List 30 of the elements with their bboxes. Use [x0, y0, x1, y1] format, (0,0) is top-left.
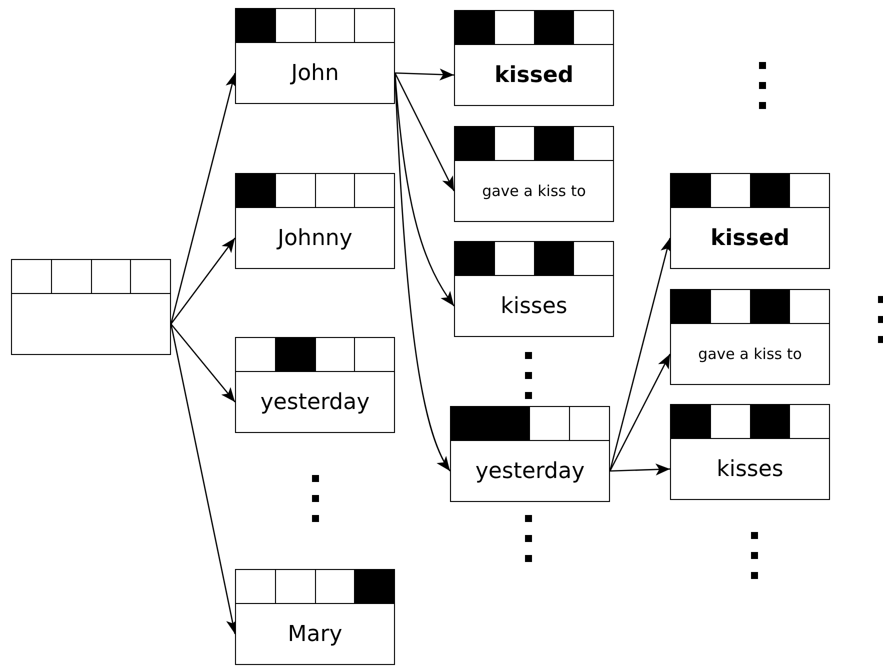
- arrow: [170, 324, 236, 402]
- word-label: kissed: [710, 226, 790, 250]
- word-label: kisses: [716, 456, 784, 482]
- empty-box: [11, 259, 171, 355]
- word-box: [450, 406, 610, 502]
- arrow: [609, 354, 671, 472]
- word-label: gave a kiss to: [698, 345, 802, 363]
- arrow: [610, 463, 670, 476]
- word-box: [454, 241, 614, 337]
- word-label: gave a kiss to: [482, 182, 586, 200]
- word-box: [454, 10, 614, 106]
- word-box: [235, 8, 395, 104]
- word-box: [670, 289, 830, 385]
- word-label: John: [291, 60, 339, 86]
- word-label: yesterday: [260, 390, 370, 414]
- word-box: [454, 126, 614, 222]
- word-box: [235, 569, 395, 665]
- word-box: [235, 337, 395, 433]
- word-label: Johnny: [278, 226, 352, 250]
- word-label: kisses: [500, 294, 568, 318]
- arrow: [394, 72, 455, 192]
- word-label: yesterday: [475, 458, 585, 484]
- word-label: kissed: [494, 62, 574, 88]
- word-box: [670, 404, 830, 500]
- arrow: [394, 68, 454, 80]
- word-box: [670, 173, 830, 269]
- word-box: [235, 173, 395, 269]
- arrow: [170, 238, 236, 324]
- word-label: Mary: [288, 622, 342, 646]
- arrow: [170, 72, 238, 324]
